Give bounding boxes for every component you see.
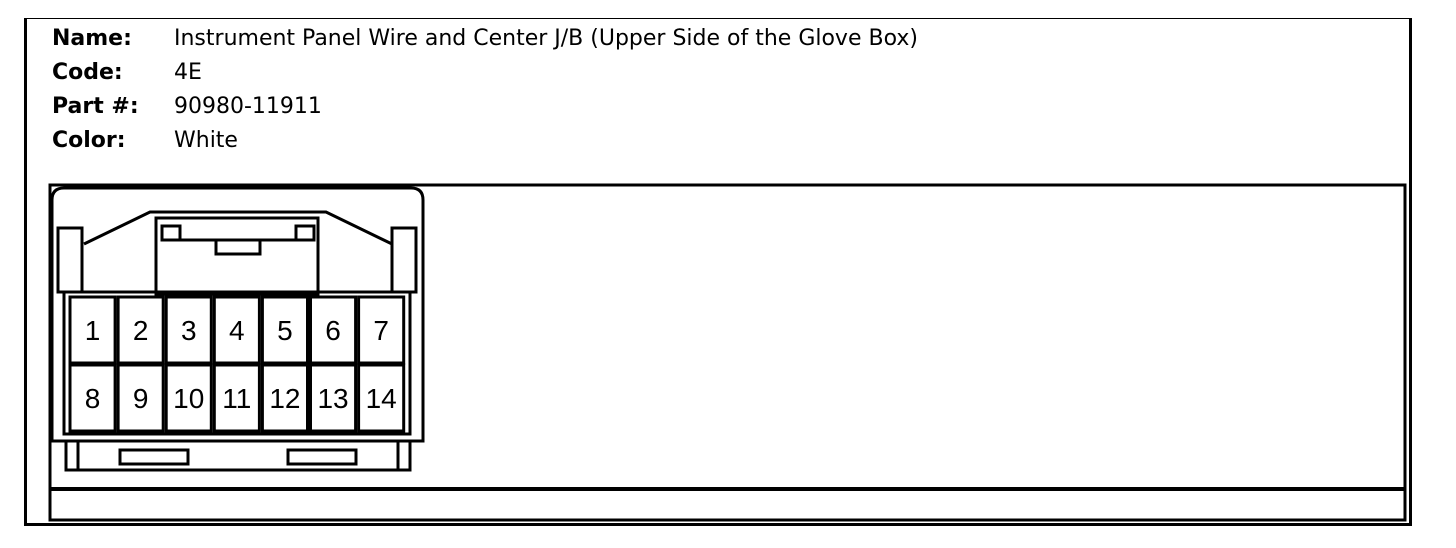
color-label: Color: [52,128,126,153]
pin-cell-14 [357,363,406,433]
pin-cell-10 [164,363,213,433]
pin-label-7: 7 [373,315,389,346]
pin-label-10: 10 [173,383,204,414]
housing-shoulder [83,210,393,246]
pin-label-9: 9 [133,383,149,414]
pin-label-3: 3 [181,315,197,346]
pin-cell-4 [212,295,261,365]
code-value: 4E [174,60,202,85]
part-label: Part #: [52,94,139,119]
pin-cell-13 [309,363,358,433]
color-value: White [174,128,238,153]
connector-info-frame [24,18,1412,526]
pin-label-1: 1 [85,315,101,346]
pin-cell-11 [212,363,261,433]
housing-foot [64,441,412,472]
pin-label-5: 5 [277,315,293,346]
name-label: Name: [52,26,132,51]
pin-cell-12 [260,363,309,433]
name-value: Instrument Panel Wire and Center J/B (Up… [174,26,918,51]
pin-cell-9 [116,363,165,433]
lock-tab-notch [214,240,262,256]
foot-left-rib [118,448,190,466]
code-label: Code: [52,60,123,85]
pin-label-4: 4 [229,315,245,346]
pin-label-8: 8 [85,383,101,414]
lock-tab-right-slot [294,224,316,242]
foot-right-rib [286,448,358,466]
part-value: 90980-11911 [174,94,322,119]
pin-label-6: 6 [325,315,341,346]
pin-cell-7 [357,295,406,365]
pin-cell-3 [164,295,213,365]
pin-label-12: 12 [269,383,300,414]
lock-tab [154,216,320,296]
right-latch [390,226,418,294]
pin-cell-6 [309,295,358,365]
pin-label-13: 13 [317,383,348,414]
pin-label-11: 11 [222,383,251,414]
lock-tab-left-slot [160,224,182,242]
pin-grid-frame [62,290,412,436]
connector-housing [50,186,425,443]
pin-cell-1 [68,295,117,365]
left-latch [56,226,84,294]
pin-label-2: 2 [133,315,149,346]
pin-cell-8 [68,363,117,433]
pin-cell-5 [260,295,309,365]
pin-label-14: 14 [366,383,397,414]
diagram-panel [48,183,1407,522]
pin-cell-2 [116,295,165,365]
